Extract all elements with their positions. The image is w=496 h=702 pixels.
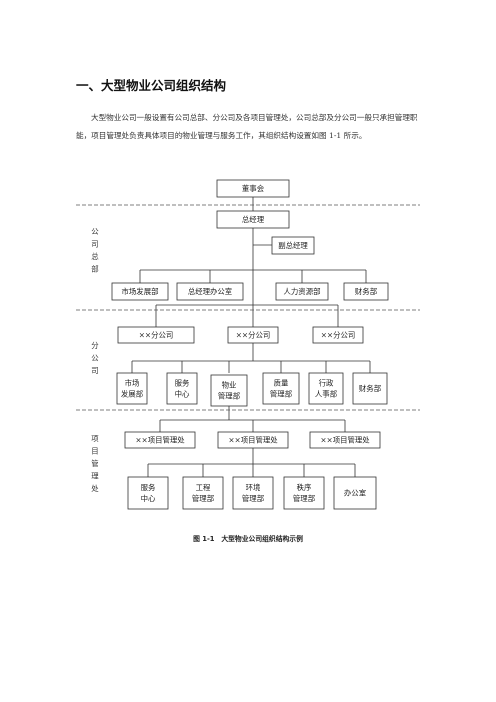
- project-dept-box-label: 办公室: [344, 489, 366, 498]
- project-dept-box: 办公室: [333, 476, 377, 510]
- deputy-manager-box-label: 副总经理: [278, 241, 308, 250]
- general-manager-box: 总经理: [216, 210, 290, 229]
- project-box: ××项目管理处: [217, 431, 289, 449]
- branch-dept-box: 质量管理部: [262, 372, 300, 405]
- hq-dept-box-label: 市场发展部: [122, 287, 159, 296]
- hq-dept-box: 人力资源部: [275, 282, 329, 301]
- branch-dept-box: 服务中心: [166, 372, 198, 405]
- branch-box-label: ××分公司: [236, 331, 271, 340]
- root-box: 董事会: [216, 179, 290, 198]
- project-dept-box: 环境管理部: [232, 476, 274, 510]
- project-dept-box-label: 工程管理部: [192, 483, 214, 503]
- project-dept-box: 秩序管理部: [283, 476, 325, 510]
- project-box-label: ××项目管理处: [320, 436, 370, 445]
- branch-level-label: 分公司: [91, 341, 99, 375]
- branch-box: ××分公司: [117, 326, 195, 344]
- hq-dept-box: 财务部: [343, 282, 389, 301]
- branch-dept-box: 市场发展部: [116, 372, 148, 405]
- hq-dept-box: 市场发展部: [111, 282, 169, 301]
- branch-dept-box: 财务部: [352, 372, 388, 405]
- project-box: ××项目管理处: [124, 431, 196, 449]
- branch-dept-box-label: 物业管理部: [218, 381, 240, 401]
- branch-box: ××分公司: [227, 326, 279, 344]
- branch-dept-box-label: 市场发展部: [121, 379, 143, 399]
- branch-box-label: ××分公司: [139, 331, 174, 340]
- figure-caption: 图 1-1 大型物业公司组织结构示例: [193, 535, 303, 543]
- project-dept-box: 工程管理部: [182, 476, 224, 510]
- org-boxes: 董事会总经理副总经理市场发展部总经理办公室人力资源部财务部××分公司××分公司×…: [111, 179, 389, 510]
- level-labels: 公司总部 分公司 项目管理处: [91, 227, 99, 493]
- hq-dept-box-label: 人力资源部: [284, 287, 321, 296]
- branch-dept-box-label: 服务中心: [175, 379, 190, 399]
- branch-dept-box: 物业管理部: [210, 374, 248, 407]
- project-dept-box-label: 环境管理部: [242, 483, 264, 503]
- project-box-label: ××项目管理处: [228, 436, 278, 445]
- branch-dept-box-label: 行政人事部: [315, 379, 337, 399]
- section-heading: 一、大型物业公司组织结构: [76, 78, 227, 93]
- branch-box: ××分公司: [312, 326, 364, 344]
- hq-dept-box: 总经理办公室: [176, 282, 244, 301]
- project-box: ××项目管理处: [309, 431, 381, 449]
- deputy-manager-box: 副总经理: [271, 236, 315, 255]
- project-dept-box-label: 服务中心: [141, 483, 156, 503]
- branch-dept-box-label: 质量管理部: [270, 379, 292, 399]
- project-level-label: 项目管理处: [91, 434, 99, 493]
- hq-level-label: 公司总部: [91, 227, 99, 274]
- general-manager-box-label: 总经理: [242, 215, 265, 224]
- project-dept-box: 服务中心: [127, 476, 169, 510]
- branch-dept-box: 行政人事部: [308, 372, 344, 405]
- level-separators: [76, 204, 420, 411]
- intro-paragraph: 大型物业公司一般设置有公司总部、分公司及各项目管理处，公司总部及分公司一般只承担…: [76, 113, 418, 140]
- root-box-label: 董事会: [242, 184, 265, 193]
- project-box-label: ××项目管理处: [135, 436, 185, 445]
- branch-dept-box-label: 财务部: [359, 384, 381, 393]
- branch-box-label: ××分公司: [321, 331, 356, 340]
- hq-dept-box-label: 财务部: [355, 287, 377, 296]
- hq-dept-box-label: 总经理办公室: [188, 287, 232, 296]
- project-dept-box-label: 秩序管理部: [293, 483, 315, 503]
- connector-lines: [131, 197, 371, 477]
